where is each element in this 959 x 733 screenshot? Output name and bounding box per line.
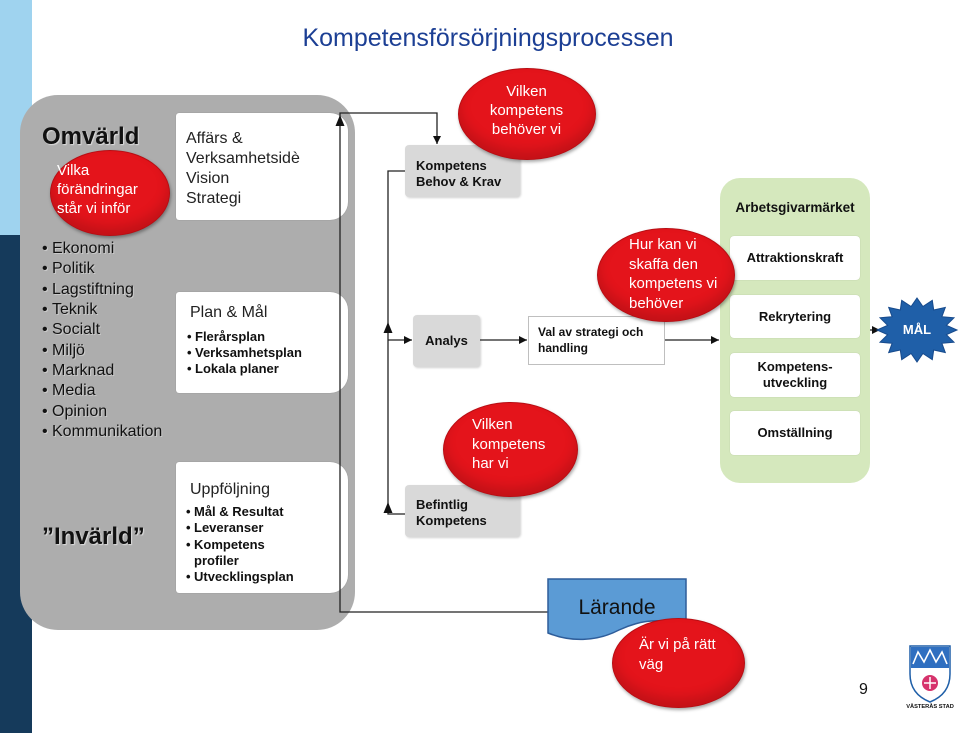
list-item: Ekonomi: [42, 239, 162, 259]
text-line: skaffa den: [629, 255, 698, 273]
invarld-heading: ”Invärld”: [42, 523, 145, 550]
text-line: Verksamhetsidè: [186, 150, 300, 167]
analysis-label: Analys: [425, 333, 468, 348]
strategy-choice-box: Val av strategi och handling: [528, 316, 665, 365]
item-label: Rekrytering: [758, 308, 832, 324]
followup-box: Uppföljning Mål & Resultat Leveranser Ko…: [176, 462, 348, 593]
item-label: Kompetens-utveckling: [757, 359, 833, 390]
text-line: kompetens: [489, 102, 564, 119]
inputs-connector: [387, 170, 405, 515]
employer-brand-item: Attraktionskraft: [730, 236, 860, 280]
employer-brand-item: Rekrytering: [730, 295, 860, 338]
item-label: Omställning: [757, 425, 833, 440]
employer-brand-item: Omställning: [730, 411, 860, 455]
plan-box: Plan & Mål Flerårsplan Verksamhetsplan L…: [176, 292, 348, 393]
text-line: Vision: [186, 170, 230, 187]
item-label: Attraktionskraft: [746, 250, 844, 265]
list-item: Opinion: [42, 402, 162, 422]
text-line: Kompetens: [416, 513, 487, 528]
omvarld-heading: Omvärld: [42, 123, 140, 150]
text-line: Kompetens: [416, 158, 487, 173]
arrowhead-up: [383, 322, 393, 333]
text-line: handling: [538, 341, 588, 355]
list-item: Lokala planer: [187, 361, 342, 377]
logo-wordmark: VÄSTERÅS STAD: [906, 704, 954, 710]
acquire-question-ellipse: Hur kan vi skaffa den kompetens vi behöv…: [597, 228, 735, 322]
text-line: Vilken: [506, 83, 547, 100]
text-line: kompetens vi: [629, 275, 718, 293]
arrowhead-up: [383, 502, 393, 513]
list-item: Marknad: [42, 361, 162, 381]
ellipse-text: Vilka förändringar står vi inför: [57, 161, 138, 218]
environment-question-ellipse: Vilka förändringar står vi inför: [50, 150, 170, 236]
list-item: Teknik: [42, 300, 162, 320]
page-number: 9: [859, 681, 868, 698]
goal-star-shape: [875, 297, 959, 363]
ellipse-text: Hur kan vi skaffa den kompetens vi behöv…: [629, 235, 717, 314]
list-item: Flerårsplan: [187, 329, 342, 345]
arrowhead-up: [335, 115, 345, 126]
list-item: Media: [42, 381, 162, 401]
omvarld-factor-list: Ekonomi Politik Lagstiftning Teknik Soci…: [42, 239, 162, 442]
text-line: Befintlig: [416, 497, 468, 512]
text-line: Vilken: [472, 416, 513, 433]
existing-question-ellipse: Vilken kompetens har vi: [443, 402, 578, 497]
list-item: Verksamhetsplan: [187, 345, 342, 361]
list-item: Lagstiftning: [42, 280, 162, 300]
followup-box-title: Uppföljning: [190, 481, 271, 498]
text-line: Är vi på rätt: [639, 636, 716, 653]
page-title: Kompetensförsörjningsprocessen: [302, 24, 674, 52]
list-item: Politik: [42, 259, 162, 279]
vasteras-stad-logo-icon: [909, 645, 951, 703]
list-item: Kommunikation: [42, 422, 162, 442]
text-line: Vilka: [57, 162, 90, 179]
employer-brand-title: Arbetsgivarmärket: [735, 200, 855, 215]
ellipse-text: Är vi på rätt väg: [639, 635, 716, 674]
existing-competence-box: Befintlig Kompetens: [405, 485, 520, 537]
text-line: behöver vi: [491, 121, 562, 138]
text-line: har vi: [472, 455, 509, 472]
list-item: Utvecklingsplan: [186, 569, 341, 585]
text-line: förändringar: [57, 181, 138, 198]
text-line: Affärs &: [186, 130, 243, 147]
text-line: Behov & Krav: [416, 174, 502, 189]
text-line: står vi inför: [57, 200, 131, 217]
goal-label: MÅL: [902, 322, 932, 337]
employer-brand-item: Kompetens-utveckling: [730, 353, 860, 397]
list-item: Miljö: [42, 341, 162, 361]
feedback-loop-connector: [339, 112, 548, 613]
learning-label: Lärande: [578, 596, 656, 619]
ellipse-text: Vilken kompetens behöver vi: [459, 82, 594, 139]
analysis-box: Analys: [413, 315, 480, 367]
needs-question-ellipse: Vilken kompetens behöver vi: [458, 68, 596, 160]
text-line: väg: [639, 655, 664, 673]
list-item: Socialt: [42, 320, 162, 340]
followup-box-list: Mål & Resultat Leveranser Kompetens prof…: [186, 504, 341, 585]
plan-box-title: Plan & Mål: [190, 304, 268, 321]
text-line: Strategi: [186, 190, 242, 207]
list-item: Kompetens profiler: [186, 537, 272, 570]
text-line: Val av strategi och: [538, 325, 644, 339]
text-line: Hur kan vi: [629, 236, 697, 253]
list-item: Leveranser: [186, 520, 341, 536]
business-idea-box: Affärs & Verksamhetsidè Vision Strategi: [176, 113, 348, 220]
plan-box-list: Flerårsplan Verksamhetsplan Lokala plane…: [187, 329, 342, 377]
on-track-question-ellipse: Är vi på rätt väg: [612, 618, 745, 708]
list-item: Mål & Resultat: [186, 504, 341, 520]
text-line: behöver: [629, 295, 684, 313]
ellipse-text: Vilken kompetens har vi: [472, 415, 545, 474]
business-idea-text: Affärs & Verksamhetsidè Vision Strategi: [186, 129, 300, 209]
text-line: kompetens: [472, 435, 546, 453]
